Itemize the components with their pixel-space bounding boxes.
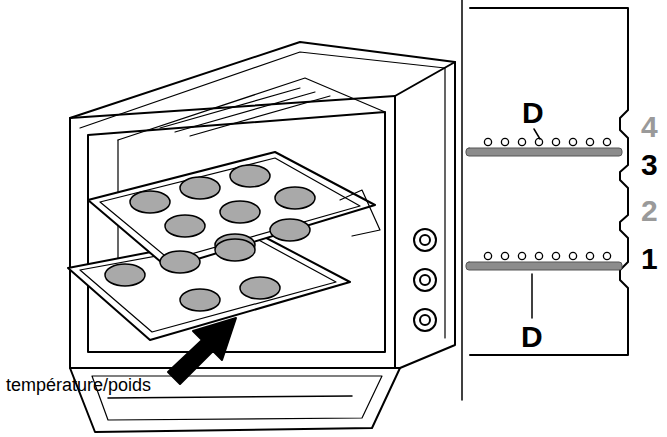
divider-line	[461, 0, 463, 400]
cookie	[180, 289, 220, 311]
heating-element	[160, 88, 330, 136]
heating-element-dot	[603, 138, 610, 145]
heating-element-dot	[586, 138, 593, 145]
heating-element-dot	[603, 252, 610, 259]
heating-element-dot	[518, 138, 525, 145]
heating-element-dot	[552, 138, 559, 145]
heating-element-dots	[484, 138, 610, 259]
heating-element-dot	[518, 252, 525, 259]
oven-side-section	[470, 8, 628, 355]
heating-element-dot	[501, 252, 508, 259]
heating-element-dot	[535, 252, 542, 259]
heating-element-dot	[535, 138, 542, 145]
rack-position-number: 2	[641, 196, 658, 226]
upper-rack-bar	[466, 148, 622, 156]
cookie	[230, 165, 270, 187]
door-handle	[108, 396, 352, 398]
heating-element-dot	[484, 252, 491, 259]
heating-element-dot	[569, 138, 576, 145]
insert-arrow	[168, 318, 236, 384]
upper-rack	[88, 152, 375, 268]
cookie	[215, 239, 255, 261]
cookie	[160, 251, 200, 273]
cookie	[220, 201, 260, 223]
control-knobs	[414, 229, 436, 331]
part-letter: D	[521, 322, 543, 352]
cookie	[105, 264, 145, 286]
cookie	[165, 215, 205, 237]
parchment-curl	[340, 190, 380, 236]
heating-element-dot	[586, 252, 593, 259]
caption-label: température/poids	[6, 376, 151, 394]
heating-element-dot	[569, 252, 576, 259]
heating-element-dot	[501, 138, 508, 145]
part-letter: D	[522, 98, 544, 128]
heating-element-dot	[552, 252, 559, 259]
cookie	[180, 177, 220, 199]
cookie	[130, 191, 170, 213]
control-panel-edge	[394, 96, 396, 368]
oven-top-trim	[80, 52, 445, 338]
cavity-back	[118, 78, 385, 140]
cookie	[275, 187, 315, 209]
rack-position-number: 3	[641, 150, 658, 180]
upper-parchment	[100, 158, 360, 260]
leader-line	[531, 274, 533, 318]
cookie	[240, 277, 280, 299]
oven-top-edge	[70, 62, 455, 118]
cookie	[270, 219, 310, 241]
leader-line	[534, 129, 540, 139]
lower-rack-bar	[466, 262, 622, 270]
cookies	[105, 165, 315, 311]
rack-position-number: 4	[641, 112, 658, 142]
rack-position-number: 1	[641, 244, 658, 274]
heating-element-dot	[484, 138, 491, 145]
